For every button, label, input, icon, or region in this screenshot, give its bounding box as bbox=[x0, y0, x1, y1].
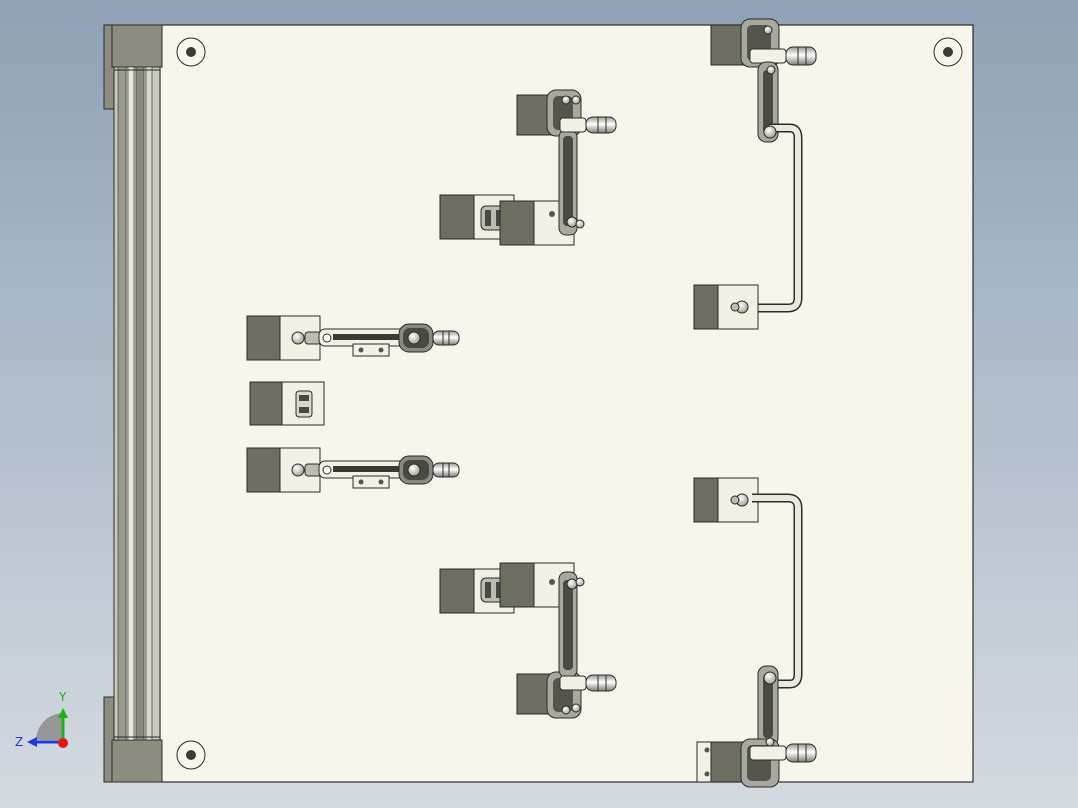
axis-z-label: Z bbox=[15, 735, 23, 749]
locator-block-right-upper[interactable] bbox=[693, 284, 759, 330]
vertical-clamp-mid-lower[interactable] bbox=[516, 571, 617, 719]
vertical-clamp-mid-upper[interactable] bbox=[516, 89, 617, 236]
locator-block-right-lower[interactable] bbox=[693, 477, 759, 523]
locator-block-mid-lower[interactable] bbox=[439, 562, 575, 614]
corner-hole-top-right bbox=[933, 37, 963, 67]
left-rail-assembly[interactable] bbox=[103, 24, 163, 783]
locator-block-mid-upper[interactable] bbox=[439, 194, 575, 246]
handle-clamp-bottom-right[interactable] bbox=[696, 493, 817, 788]
coordinate-triad: Y Z bbox=[15, 690, 68, 749]
corner-hole-top-left bbox=[176, 37, 206, 67]
locator-block-left-middle[interactable] bbox=[249, 381, 325, 426]
handle-clamp-top-right[interactable] bbox=[710, 18, 817, 313]
axis-y-label: Y bbox=[58, 690, 67, 704]
corner-hole-bottom-left bbox=[176, 740, 206, 770]
